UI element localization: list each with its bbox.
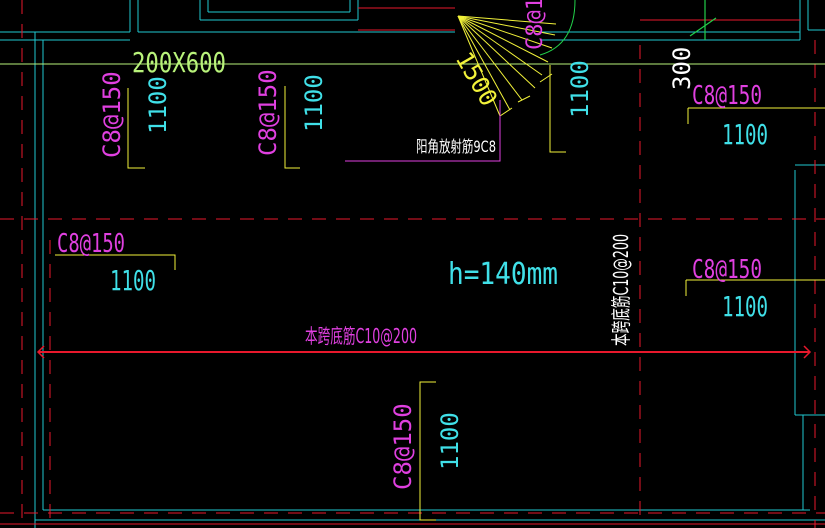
dim-1500-label: 1500 (450, 47, 503, 111)
rebar-spacing-top-left: C8@150 (98, 71, 126, 158)
rebar-spacing-top-mid: C8@150 (254, 69, 282, 156)
bottom-rebar-label-y: 本跨底筋C10@200 (609, 234, 633, 346)
rebar-spacing-partial: C8@15 (523, 0, 548, 50)
rebar-length-right-upper: 1100 (722, 118, 768, 151)
beam-size-label: 200X600 (132, 46, 226, 79)
rebar-brackets (55, 65, 825, 521)
bottom-rebar-line-x (36, 345, 812, 359)
rebar-length-top-right: 1100 (566, 60, 594, 118)
rebar-length-top-left: 1100 (144, 76, 172, 134)
rebar-length-right-lower: 1100 (722, 290, 768, 323)
corner-radial-note: 阳角放射筋9C8 (416, 137, 496, 156)
rebar-spacing-bottom: C8@150 (389, 403, 417, 490)
rebar-spacing-left: C8@150 (57, 229, 125, 259)
rebar-length-bottom: 1100 (436, 412, 464, 470)
corner-radial-bars (457, 15, 557, 117)
slab-thickness-label: h=140mm (448, 257, 558, 292)
red-solid-lines (0, 7, 825, 525)
corner-note-leader (345, 100, 501, 162)
dim-300-label: 300 (668, 47, 696, 90)
rebar-length-left: 1100 (110, 264, 156, 297)
corner-arc (539, 0, 576, 56)
dimension-tick-top (689, 0, 717, 40)
rebar-length-top-mid: 1100 (300, 74, 328, 132)
rebar-spacing-right-lower: C8@150 (692, 255, 762, 285)
rebar-spacing-right-upper: C8@150 (692, 81, 762, 111)
bottom-rebar-label-x: 本跨底筋C10@200 (305, 324, 417, 348)
